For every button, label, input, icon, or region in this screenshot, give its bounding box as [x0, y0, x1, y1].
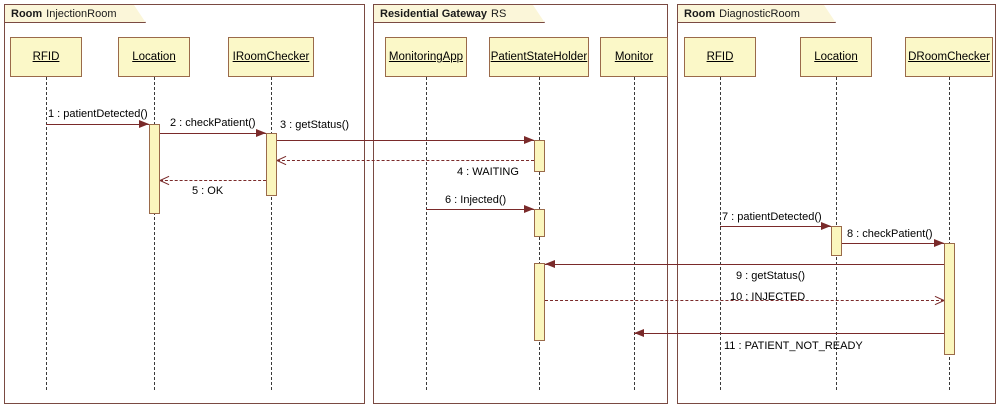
ll-rfid-injection: RFID: [10, 37, 82, 77]
message-arrowhead-2: [256, 128, 266, 137]
ll-monitoringapp-label: MonitoringApp: [388, 51, 464, 63]
ll-patientstateholder-label: PatientStateHolder: [490, 51, 588, 63]
ll-patientstateholder: PatientStateHolder: [489, 37, 589, 77]
message-arrowhead-3: [524, 135, 534, 144]
frame-keyword: Room: [684, 7, 716, 20]
ll-droomchecker: DRoomChecker: [905, 37, 993, 77]
ll-rfid-diagnostic-label: RFID: [706, 51, 734, 63]
frame-residential-gateway-tab: Residential Gateway RS: [374, 5, 545, 23]
act-iroomchecker: [266, 133, 277, 196]
frame-keyword: Residential Gateway: [380, 7, 487, 20]
message-label-4: 4 : WAITING: [457, 166, 519, 178]
message-label-7: 7 : patientDetected(): [722, 211, 822, 223]
ll-location-diagnostic: Location: [800, 37, 872, 77]
message-arrowhead-5: [160, 175, 171, 186]
ll-rfid-injection-axis: [46, 77, 47, 390]
ll-monitoringapp-axis: [426, 77, 427, 390]
message-arrowhead-1: [139, 119, 149, 128]
message-arrowhead-9: [545, 259, 555, 268]
frame-keyword: Room: [11, 7, 43, 20]
ll-monitor-label: Monitor: [614, 51, 654, 63]
message-label-5: 5 : OK: [192, 185, 224, 197]
message-arrowhead-7: [821, 221, 831, 230]
ll-droomchecker-axis: [949, 77, 950, 390]
message-line-10: [545, 300, 944, 301]
message-line-11: [634, 333, 944, 334]
message-arrowhead-10: [933, 295, 944, 306]
ll-monitor: Monitor: [600, 37, 668, 77]
ll-rfid-diagnostic: RFID: [684, 37, 756, 77]
message-label-1: 1 : patientDetected(): [48, 108, 148, 120]
ll-location-diagnostic-label: Location: [814, 51, 858, 63]
ll-location-injection-axis: [154, 77, 155, 390]
ll-droomchecker-label: DRoomChecker: [908, 51, 990, 63]
ll-monitoringapp: MonitoringApp: [385, 37, 467, 77]
act-psh-1: [534, 140, 545, 172]
frame-name: RS: [491, 7, 507, 20]
message-line-1: [46, 124, 149, 125]
message-arrowhead-8: [934, 238, 944, 247]
frame-name: DiagnosticRoom: [719, 7, 800, 20]
message-label-6: 6 : Injected(): [445, 194, 507, 206]
message-line-6: [426, 209, 534, 210]
ll-monitor-axis: [634, 77, 635, 390]
message-line-8: [842, 243, 944, 244]
act-droomchecker: [944, 243, 955, 355]
message-label-8: 8 : checkPatient(): [847, 228, 933, 240]
message-line-3: [277, 140, 534, 141]
message-line-7: [720, 226, 831, 227]
message-arrowhead-11: [634, 328, 644, 337]
message-line-9: [545, 264, 944, 265]
frame-residential-gateway: Residential Gateway RS: [373, 4, 668, 404]
message-label-11: 11 : PATIENT_NOT_READY: [724, 340, 863, 352]
act-location-diagnostic: [831, 226, 842, 256]
message-label-2: 2 : checkPatient(): [170, 117, 256, 129]
ll-rfid-diagnostic-axis: [720, 77, 721, 390]
ll-rfid-injection-label: RFID: [32, 51, 60, 63]
ll-iroomchecker: IRoomChecker: [228, 37, 314, 77]
message-label-10: 10 : INJECTED: [730, 291, 806, 303]
frame-name: InjectionRoom: [46, 7, 117, 20]
act-psh-3: [534, 263, 545, 341]
message-arrowhead-6: [524, 204, 534, 213]
message-label-9: 9 : getStatus(): [736, 270, 806, 282]
ll-iroomchecker-label: IRoomChecker: [232, 51, 310, 63]
ll-location-injection-label: Location: [132, 51, 176, 63]
ll-location-injection: Location: [118, 37, 190, 77]
message-line-5: [160, 180, 266, 181]
message-line-4: [277, 160, 534, 161]
ll-iroomchecker-axis: [271, 77, 272, 390]
act-location-injection: [149, 124, 160, 214]
act-psh-2: [534, 209, 545, 237]
message-label-3: 3 : getStatus(): [280, 119, 350, 131]
message-line-2: [160, 133, 266, 134]
message-arrowhead-4: [277, 155, 288, 166]
